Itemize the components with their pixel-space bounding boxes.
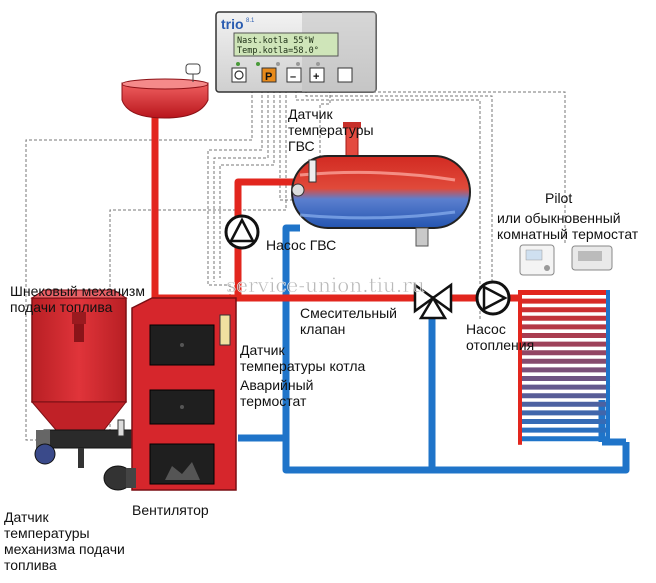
auger-mechanism — [34, 419, 155, 468]
lcd-line-2: Temp.kotla=58.0° — [237, 46, 319, 56]
mixing-valve-icon — [413, 282, 453, 320]
expansion-tank — [121, 63, 209, 119]
controller-button-p — [261, 67, 277, 83]
radiator-section — [518, 401, 610, 407]
radiator-section — [518, 384, 610, 390]
radiator-section — [518, 341, 610, 347]
radiator-section — [518, 376, 610, 381]
radiator-section — [518, 315, 610, 321]
radiator-section — [518, 427, 610, 433]
radiator-section — [518, 367, 610, 373]
radiator-section — [518, 393, 610, 399]
radiator-section — [518, 307, 610, 313]
controller-button-minus — [286, 67, 302, 83]
radiator-section — [518, 333, 610, 338]
radiator-section — [518, 419, 610, 424]
radiator-header — [606, 290, 610, 445]
radiator-section — [518, 410, 610, 416]
label-pilot: Pilot — [545, 190, 573, 206]
power-icon — [231, 67, 247, 83]
pilot-thermostat — [519, 244, 555, 276]
label-feeder-sensor: Датчик температуры механизма подачи топл… — [4, 509, 125, 573]
label-mixing-valve: Смесительный клапан — [300, 305, 397, 337]
button-plus-label: + — [313, 71, 319, 83]
label-room-thermostat: или обыкновенный комнатный термостат — [497, 210, 639, 242]
status-leds — [236, 62, 320, 66]
label-dhw-sensor: Датчик температуры ГВС — [288, 106, 374, 154]
label-boiler-sensor: Датчик температуры котла — [240, 342, 366, 374]
radiator-section — [518, 290, 610, 295]
alert-icon — [337, 67, 353, 83]
dhw-pump-icon — [224, 214, 260, 250]
fan-icon — [103, 465, 136, 491]
label-auger: Шнековый механизм подачи топлива — [10, 283, 145, 315]
controller-button-plus — [309, 67, 325, 83]
heating-pump-icon — [475, 280, 511, 316]
controller-brand: trio — [221, 16, 244, 32]
fuel-hopper — [30, 289, 128, 431]
vent-cap — [343, 122, 361, 128]
dhw-sensor-probe — [308, 159, 317, 183]
dhw-tank — [291, 155, 471, 247]
radiator-section — [518, 358, 610, 364]
radiator-header — [518, 290, 522, 445]
label-dhw-pump: Насос ГВС — [266, 237, 337, 253]
label-fan: Вентилятор — [132, 502, 209, 518]
button-p-label: P — [265, 71, 272, 83]
radiator-section — [518, 436, 610, 442]
lcd-line-1: Nast.kotla 55°W — [237, 36, 315, 46]
label-heating-pump: Насос отопления — [466, 321, 535, 353]
return-pipes — [238, 224, 630, 474]
button-minus-label: – — [290, 71, 296, 83]
label-emergency-thermostat: Аварийный термостат — [240, 377, 314, 409]
boiler — [131, 297, 237, 491]
radiator-section — [518, 324, 610, 330]
radiator-section — [518, 298, 610, 304]
radiator-section — [518, 350, 610, 356]
controller-brand-sup: 8.1 — [246, 18, 255, 24]
room-thermostat — [571, 245, 613, 271]
radiator — [518, 290, 610, 445]
watermark: service-union.tiu.ru — [226, 273, 425, 297]
controller-unit — [215, 11, 377, 93]
